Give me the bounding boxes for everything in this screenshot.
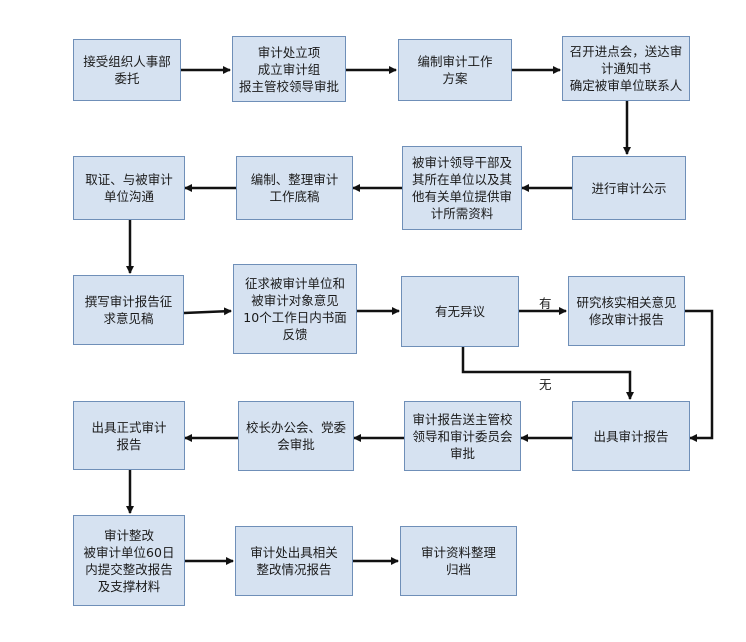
node-rectification: 审计整改 被审计单位60日 内提交整改报告 及支撑材料	[73, 515, 185, 606]
node-solicit-opinions: 征求被审计单位和 被审计对象意见 10个工作日内书面 反馈	[233, 264, 357, 354]
edge-12-13	[685, 309, 714, 442]
node-objection-decision: 有无异议	[401, 276, 519, 347]
node-draft-report: 撰写审计报告征 求意见稿	[73, 275, 184, 345]
node-president-meeting: 校长办公会、党委 会审批	[238, 401, 354, 471]
node-working-papers: 编制、整理审计 工作底稿	[236, 156, 353, 220]
node-archive: 审计资料整理 归档	[400, 526, 517, 596]
node-issue-report: 出具审计报告	[572, 401, 690, 471]
node-evidence-communication: 取证、与被审计 单位沟通	[73, 156, 185, 220]
edge-9-10	[183, 307, 232, 316]
node-audit-plan: 编制审计工作 方案	[398, 39, 512, 101]
edge-label-no: 无	[539, 377, 552, 392]
node-send-for-approval: 审计报告送主管校 领导和审计委员会 审批	[404, 401, 521, 471]
node-formal-report: 出具正式审计 报告	[73, 401, 185, 470]
edge-11-13	[461, 347, 634, 400]
edge-label-yes: 有	[539, 296, 552, 311]
node-rectification-report: 审计处出具相关 整改情况报告	[235, 526, 353, 596]
node-project-approval: 审计处立项 成立审计组 报主管校领导审批	[232, 36, 346, 102]
node-provide-materials: 被审计领导干部及 其所在单位以及其 他有关单位提供审 计所需资料	[402, 146, 522, 230]
node-audit-notice: 进行审计公示	[572, 156, 686, 220]
node-entry-meeting: 召开进点会，送达审 计通知书 确定被审单位联系人	[562, 36, 690, 101]
node-revise-report: 研究核实相关意见 修改审计报告	[568, 276, 685, 346]
node-accept-commission: 接受组织人事部 委托	[73, 39, 181, 101]
